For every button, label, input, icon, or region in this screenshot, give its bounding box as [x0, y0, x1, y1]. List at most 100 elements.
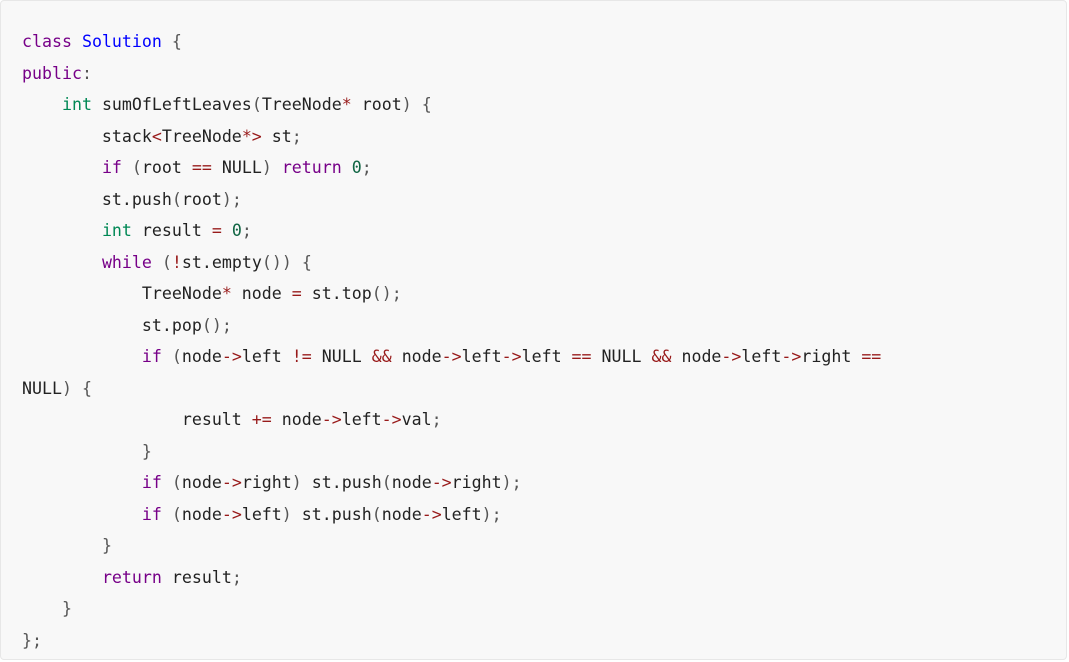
- code-token: !=: [291, 347, 312, 366]
- code-token: sumOfLeftLeaves: [91, 95, 252, 114]
- code-token: if: [141, 504, 162, 524]
- code-token: ->: [501, 347, 522, 366]
- code-token: ;: [491, 504, 502, 524]
- code-token: root: [141, 158, 192, 177]
- code-token: [222, 221, 232, 240]
- code-token: ==: [191, 158, 212, 177]
- code-lines: class Solution {public: int sumOfLeftLea…: [22, 26, 881, 656]
- code-token: *: [341, 95, 352, 114]
- code-token: &&: [651, 347, 672, 366]
- code-token: int: [61, 95, 92, 114]
- code-token: [342, 158, 352, 177]
- code-token: &&: [371, 347, 392, 366]
- code-line: int sumOfLeftLeaves(TreeNode* root) {: [22, 89, 881, 121]
- code-token: root: [181, 189, 222, 209]
- code-line: TreeNode* node = st.top();: [22, 278, 881, 310]
- code-token: NULL: [591, 347, 652, 366]
- code-token: [22, 536, 102, 555]
- code-token: =: [291, 284, 302, 303]
- code-token: (: [251, 95, 262, 114]
- code-line: if (node->left) st.push(node->left);: [22, 499, 881, 531]
- code-line: }: [22, 436, 881, 468]
- code-token: [152, 253, 162, 272]
- code-token: ;: [291, 126, 302, 146]
- code-token: {: [171, 32, 182, 51]
- code-token: node: [391, 473, 432, 492]
- code-token: (: [201, 315, 212, 335]
- code-token: [162, 473, 172, 492]
- code-token: node: [671, 347, 722, 366]
- code-token: node: [231, 284, 292, 303]
- code-token: 0: [351, 158, 362, 177]
- code-token: [22, 568, 102, 587]
- code-line: }: [22, 593, 881, 625]
- code-token: NULL: [22, 378, 62, 398]
- code-token: ->: [421, 504, 442, 524]
- code-token: if: [101, 158, 122, 177]
- code-token: {: [301, 252, 312, 272]
- code-token: ->: [221, 504, 242, 524]
- code-token: [272, 158, 282, 177]
- code-token: while: [101, 252, 152, 272]
- code-token: ): [381, 284, 392, 303]
- code-token: ;: [431, 410, 442, 429]
- code-token: [22, 347, 142, 366]
- code-token: node: [181, 504, 222, 524]
- code-line: stack<TreeNode*> st;: [22, 121, 881, 153]
- code-token: [162, 505, 172, 524]
- code-token: ): [61, 378, 72, 398]
- code-token: ->: [721, 347, 742, 366]
- code-line: class Solution {: [22, 26, 881, 58]
- code-token: ->: [221, 473, 242, 492]
- code-token: }: [61, 599, 72, 618]
- code-token: ): [221, 189, 232, 209]
- code-token: [22, 158, 102, 177]
- code-token: (: [171, 189, 182, 209]
- code-token: ;: [231, 189, 242, 209]
- code-token: if: [141, 473, 162, 492]
- code-token: result: [22, 410, 252, 429]
- code-line: return result;: [22, 562, 881, 594]
- code-token: return: [101, 567, 162, 587]
- code-token: [22, 221, 102, 240]
- code-token: ): [291, 473, 302, 492]
- code-token: ;: [391, 284, 402, 303]
- code-token: {: [421, 95, 432, 114]
- code-token: {: [81, 378, 92, 398]
- code-token: ;: [221, 315, 232, 335]
- code-token: root: [351, 95, 402, 114]
- code-token: [122, 158, 132, 177]
- code-token: NULL: [211, 158, 262, 177]
- code-token: st: [261, 126, 292, 146]
- code-token: (: [381, 473, 392, 492]
- code-token: ): [401, 95, 412, 114]
- code-token: st.push: [291, 504, 372, 524]
- code-token: class: [22, 32, 72, 51]
- code-token: (: [261, 252, 272, 272]
- code-token: [72, 32, 82, 51]
- code-line: }: [22, 530, 881, 562]
- code-token: :: [81, 63, 92, 83]
- code-token: ;: [32, 630, 42, 650]
- code-token: [292, 253, 302, 272]
- code-token: ): [281, 252, 292, 272]
- code-token: Solution: [81, 32, 162, 51]
- code-token: node: [271, 410, 322, 429]
- code-line: if (node->right) st.push(node->right);: [22, 467, 881, 499]
- code-token: left: [741, 347, 782, 366]
- code-token: }: [22, 630, 32, 650]
- code-token: val: [401, 410, 432, 429]
- code-token: left: [341, 410, 382, 429]
- code-token: NULL: [311, 347, 372, 366]
- code-token: TreeNode: [22, 284, 222, 303]
- code-token: ;: [511, 473, 522, 492]
- code-line: NULL) {: [22, 373, 881, 405]
- code-token: ;: [361, 158, 372, 177]
- code-token: ->: [381, 410, 402, 429]
- code-token: (: [161, 252, 172, 272]
- code-line: st.push(root);: [22, 184, 881, 216]
- code-token: node: [391, 347, 442, 366]
- code-token: ): [281, 504, 292, 524]
- code-line: if (node->left != NULL && node->left->le…: [22, 341, 881, 373]
